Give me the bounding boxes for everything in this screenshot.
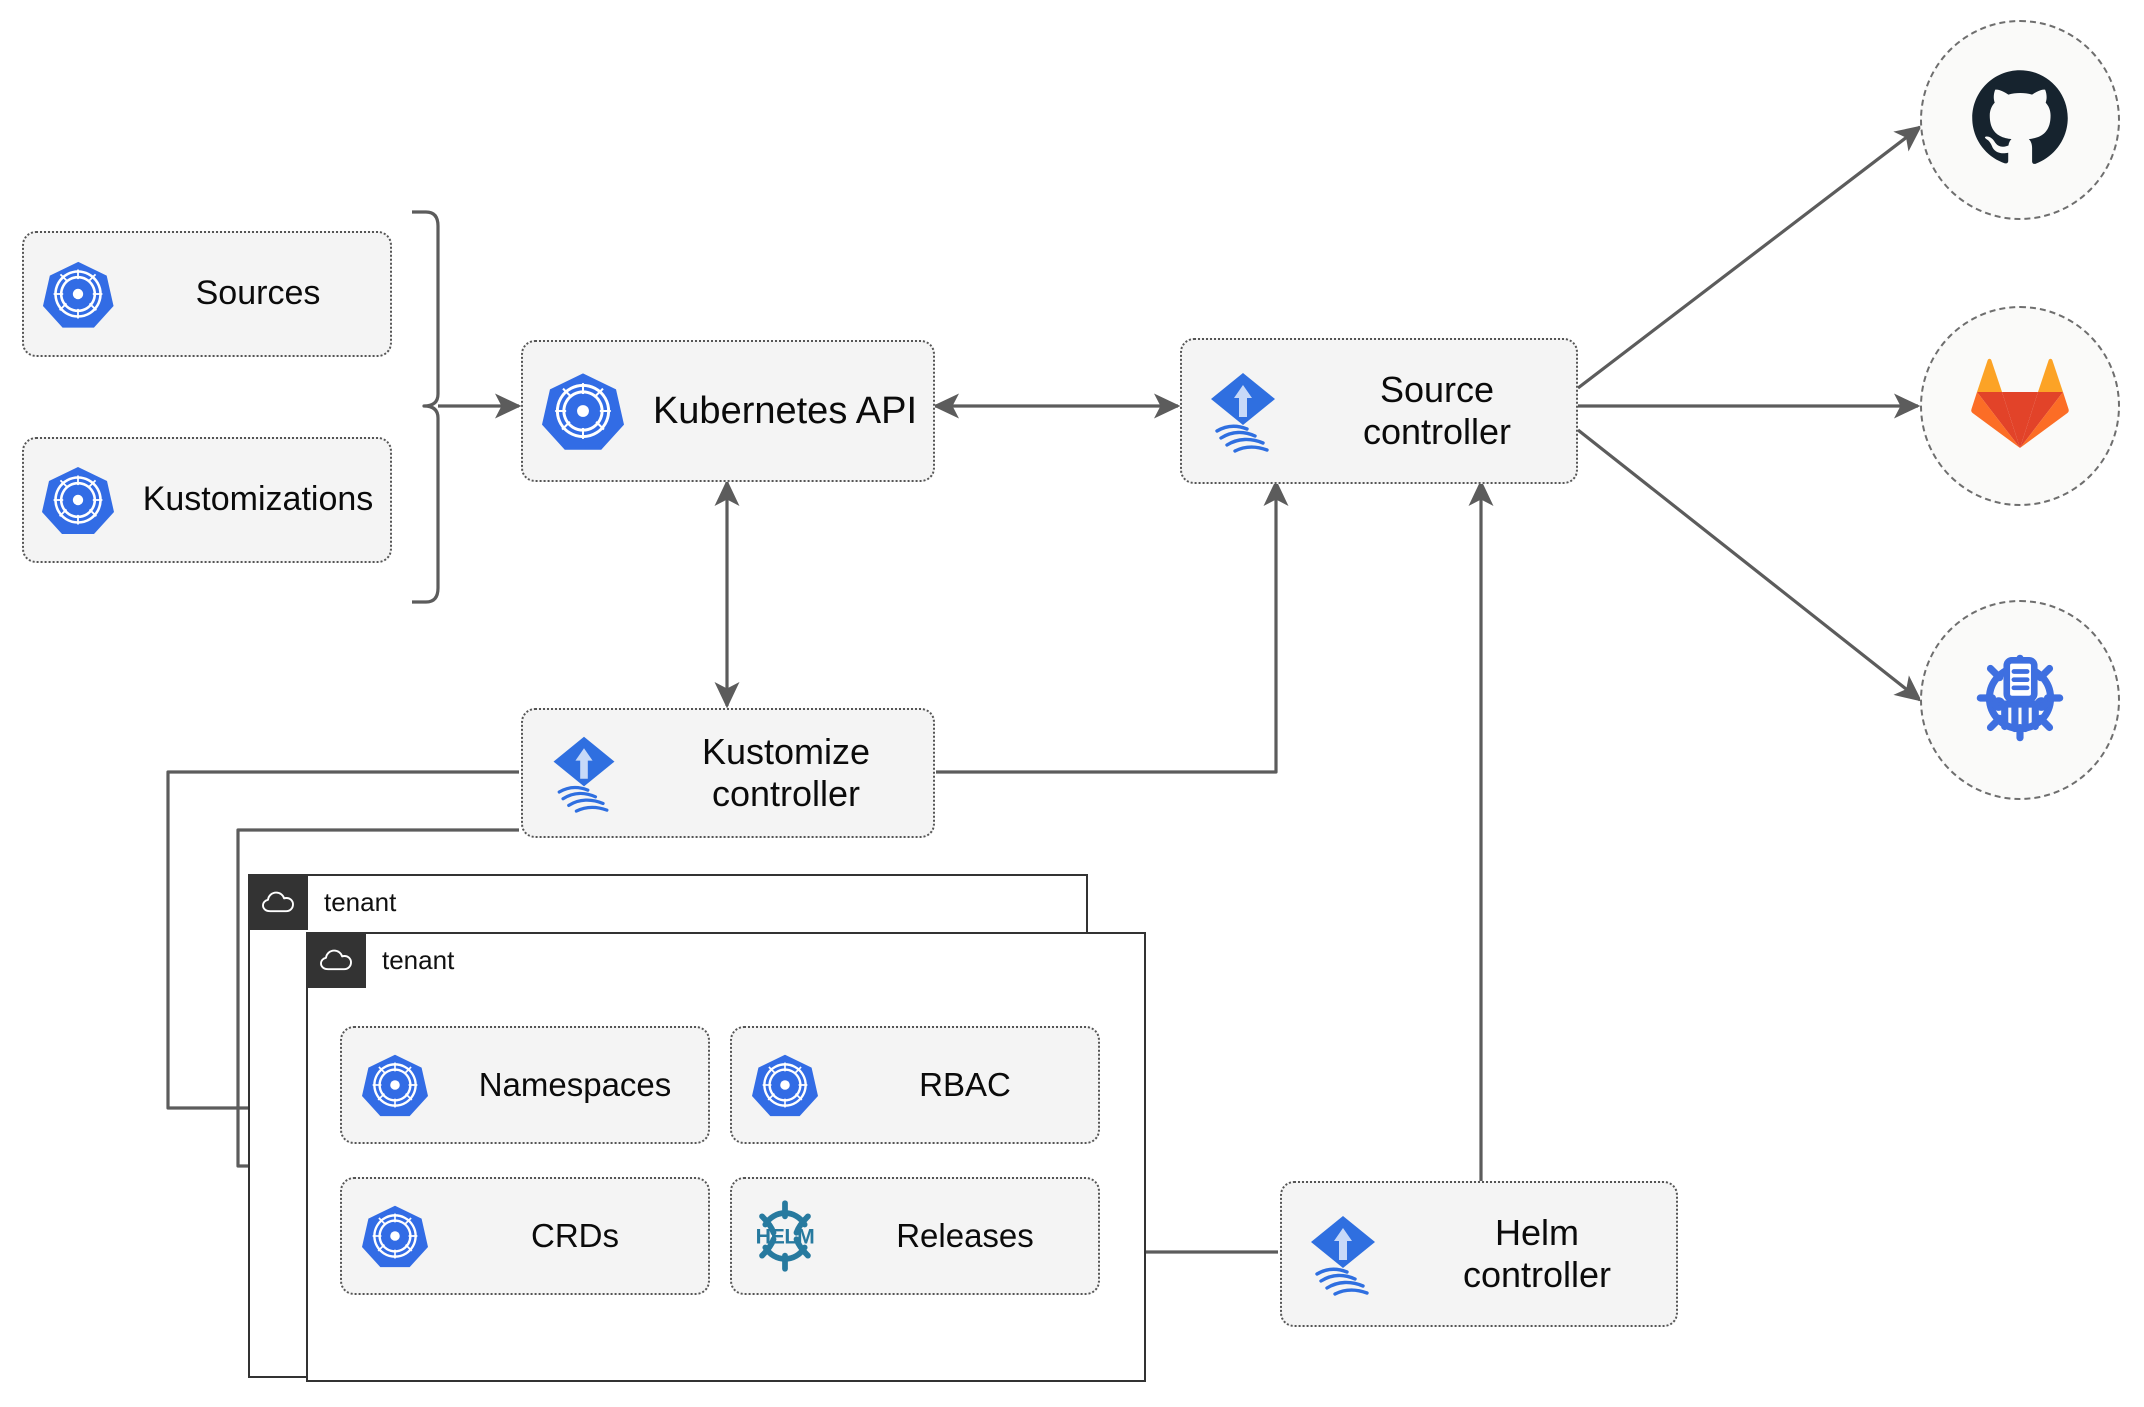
provider-helm-repository[interactable] (1920, 600, 2120, 800)
tenant-label-back: tenant (324, 886, 397, 917)
flux-icon (1182, 369, 1304, 453)
kubernetes-icon (24, 258, 132, 330)
node-label-helm-controller: Helm controller (1462, 1212, 1612, 1295)
node-label-kustomize-controller: Kustomize controller (701, 731, 871, 814)
kubernetes-icon (732, 1052, 838, 1118)
tenant-header-front: tenant (306, 932, 454, 988)
provider-gitlab[interactable] (1920, 306, 2120, 506)
tenant-label-front: tenant (382, 944, 455, 975)
gitlab-icon (1970, 356, 2070, 457)
edge-source-to-helm-repository (1577, 428, 1922, 702)
node-namespaces[interactable]: Namespaces (340, 1026, 710, 1144)
node-kustomizations[interactable]: Kustomizations (22, 437, 392, 563)
tenant-header-back: tenant (248, 874, 396, 930)
node-sources[interactable]: Sources (22, 231, 392, 357)
node-label-releases: Releases (896, 1216, 1034, 1254)
node-label-kubernetes-api: Kubernetes API (652, 389, 918, 432)
edge-kustomize-to-source (936, 479, 1289, 774)
cloud-icon (306, 932, 366, 988)
kubernetes-icon (342, 1052, 448, 1118)
helm-icon: HELM (732, 1195, 838, 1277)
edge-resource-bracket (412, 210, 440, 604)
flux-icon (1282, 1212, 1404, 1296)
edge-source-to-github (1577, 125, 1922, 390)
node-label-kustomizations: Kustomizations (142, 480, 374, 519)
tenant-container-front: tenant (306, 932, 1146, 1382)
node-source-controller[interactable]: Source controller (1180, 338, 1578, 484)
helm-repository-icon (1964, 642, 2076, 759)
node-label-sources: Sources (195, 274, 321, 313)
node-label-namespaces: Namespaces (478, 1065, 672, 1103)
node-label-rbac: RBAC (919, 1065, 1011, 1103)
node-kubernetes-api[interactable]: Kubernetes API (521, 340, 935, 482)
node-helm-controller[interactable]: Helm controller (1280, 1181, 1678, 1327)
cloud-icon (248, 874, 308, 930)
node-crds[interactable]: CRDs (340, 1177, 710, 1295)
flux-icon (523, 733, 645, 813)
svg-text:HELM: HELM (756, 1224, 815, 1248)
provider-github[interactable] (1920, 20, 2120, 220)
kubernetes-icon (523, 370, 643, 452)
kubernetes-icon (24, 464, 132, 536)
node-label-source-controller: Source controller (1362, 369, 1512, 452)
node-rbac[interactable]: RBAC (730, 1026, 1100, 1144)
node-kustomize-controller[interactable]: Kustomize controller (521, 708, 935, 838)
node-label-crds: CRDs (531, 1216, 619, 1254)
kubernetes-icon (342, 1203, 448, 1269)
node-releases[interactable]: HELM Releases (730, 1177, 1100, 1295)
github-icon (1968, 66, 2072, 175)
